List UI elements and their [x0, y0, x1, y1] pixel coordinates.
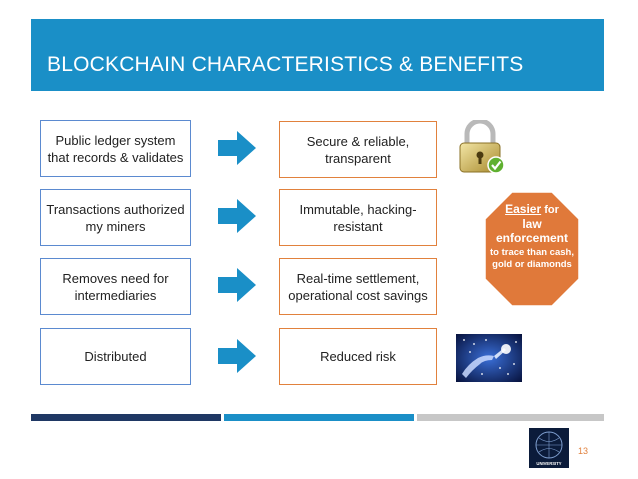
- characteristic-box-1: Public ledger system that records & vali…: [40, 120, 191, 177]
- benefit-box-2: Immutable, hacking-resistant: [279, 189, 437, 246]
- footer-bar-gray: [417, 414, 604, 421]
- benefit-box-4: Reduced risk: [279, 328, 437, 385]
- slide-title: BLOCKCHAIN CHARACTERISTICS & BENEFITS: [47, 53, 524, 76]
- page-number: 13: [578, 446, 589, 456]
- characteristic-text: Distributed: [84, 349, 147, 364]
- benefit-text: Secure & reliable, transparent: [306, 133, 410, 166]
- callout-line3: to trace than cash, gold or diamonds: [490, 247, 574, 270]
- title-banner: BLOCKCHAIN CHARACTERISTICS & BENEFITS: [31, 19, 604, 91]
- characteristic-text: Public ledger system that records & vali…: [47, 132, 184, 165]
- arrow-right-icon: [218, 199, 256, 233]
- characteristic-text: Transactions authorized my miners: [46, 201, 185, 234]
- characteristic-box-3: Removes need for intermediaries: [40, 258, 191, 315]
- callout-octagon: [484, 191, 580, 307]
- characteristic-box-4: Distributed: [40, 328, 191, 385]
- benefit-text: Reduced risk: [320, 349, 396, 364]
- callout-line2: law enforcement: [495, 217, 569, 245]
- callout-emphasis: Easier: [505, 202, 542, 216]
- footer-bar-blue: [224, 414, 414, 421]
- arrow-right-icon: [218, 339, 256, 373]
- svg-text:UNIVERSITY: UNIVERSITY: [536, 461, 561, 466]
- benefit-text: Immutable, hacking-resistant: [299, 201, 417, 234]
- callout-line1: for: [544, 204, 559, 216]
- callout-text: Easier for law enforcement to trace than…: [488, 203, 576, 271]
- university-logo: UNIVERSITY: [529, 428, 569, 468]
- characteristic-text: Removes need for intermediaries: [62, 270, 169, 303]
- benefit-box-1: Secure & reliable, transparent: [279, 121, 437, 178]
- arrow-right-icon: [218, 268, 256, 302]
- padlock-check-icon: [459, 120, 504, 174]
- benefit-text: Real-time settlement, operational cost s…: [288, 270, 428, 303]
- hand-binary-image: [456, 334, 522, 382]
- characteristic-box-2: Transactions authorized my miners: [40, 189, 191, 246]
- benefit-box-3: Real-time settlement, operational cost s…: [279, 258, 437, 315]
- footer-bar-navy: [31, 414, 221, 421]
- arrow-right-icon: [218, 131, 256, 165]
